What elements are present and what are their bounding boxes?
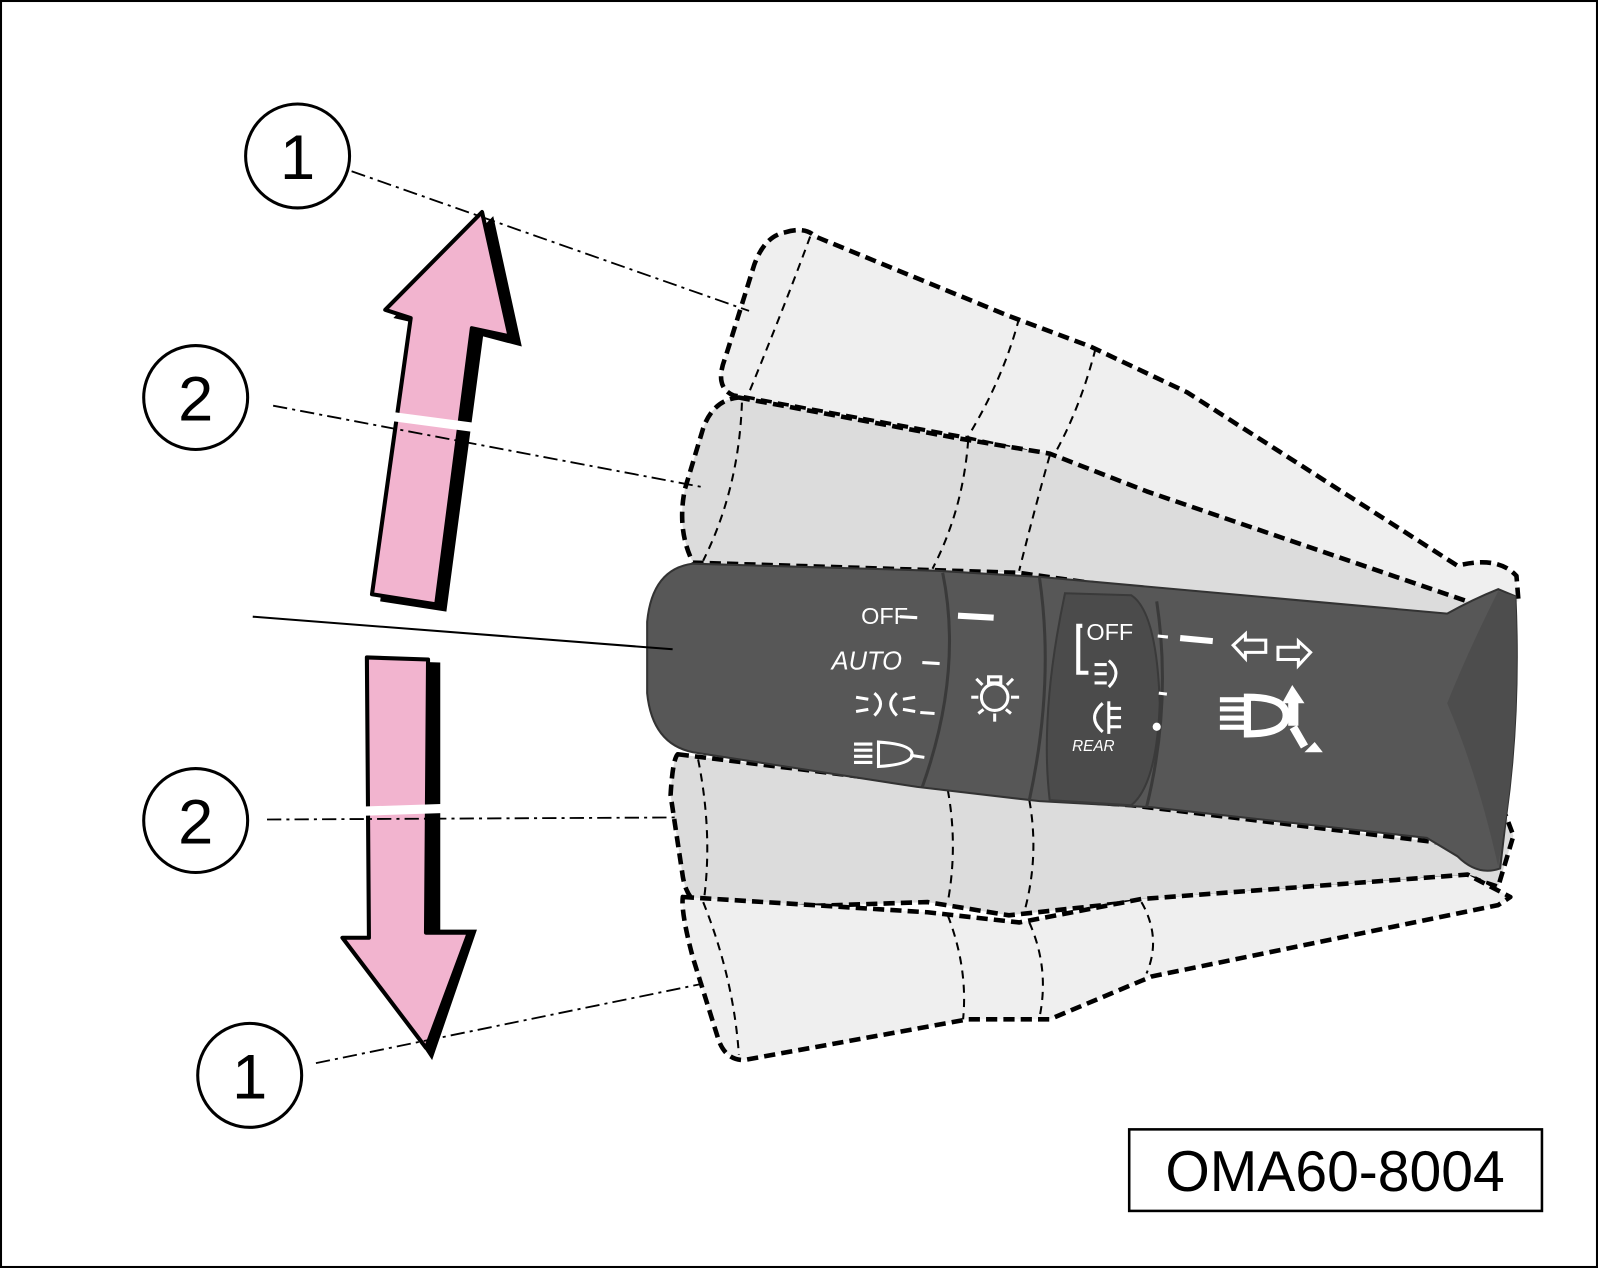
svg-text:2: 2: [178, 365, 213, 435]
callout-1-bottom: 1: [196, 1021, 304, 1129]
parking-lights-icon: [855, 691, 916, 717]
rear-fog-label: REAR: [1072, 738, 1114, 755]
svg-text:1: 1: [232, 1042, 267, 1112]
figure-id-box: OMA60-8004: [1127, 1128, 1544, 1213]
light-sensor-icon: [971, 675, 1020, 722]
fog-switch-markings: OFF REAR: [1072, 619, 1214, 755]
svg-text:2: 2: [178, 788, 213, 858]
svg-text:1: 1: [280, 123, 315, 193]
rear-fog-light-icon: [1093, 701, 1122, 734]
callout-leader-lines: [252, 170, 750, 1065]
callout-2-lower: 2: [142, 767, 250, 875]
move-up-arrow: [369, 209, 522, 612]
figure-id-label: OMA60-8004: [1165, 1140, 1504, 1204]
high-beam-flash-icon: [1219, 684, 1323, 753]
light-auto-label: AUTO: [830, 648, 902, 676]
callout-1-top: 1: [244, 102, 352, 210]
ghost-lever-position-1-down: [680, 872, 1513, 1063]
position-indicator: [957, 612, 994, 621]
light-switch-markings: OFF AUTO: [830, 603, 1020, 769]
turn-signal-arrows-icon: [1230, 630, 1313, 670]
callout-2-upper: 2: [142, 344, 250, 452]
move-down-arrow: [340, 655, 477, 1061]
fog-off-label: OFF: [1086, 619, 1133, 645]
front-fog-light-icon: [1094, 659, 1118, 689]
ghost-lever-position-1-up: [718, 227, 1521, 616]
